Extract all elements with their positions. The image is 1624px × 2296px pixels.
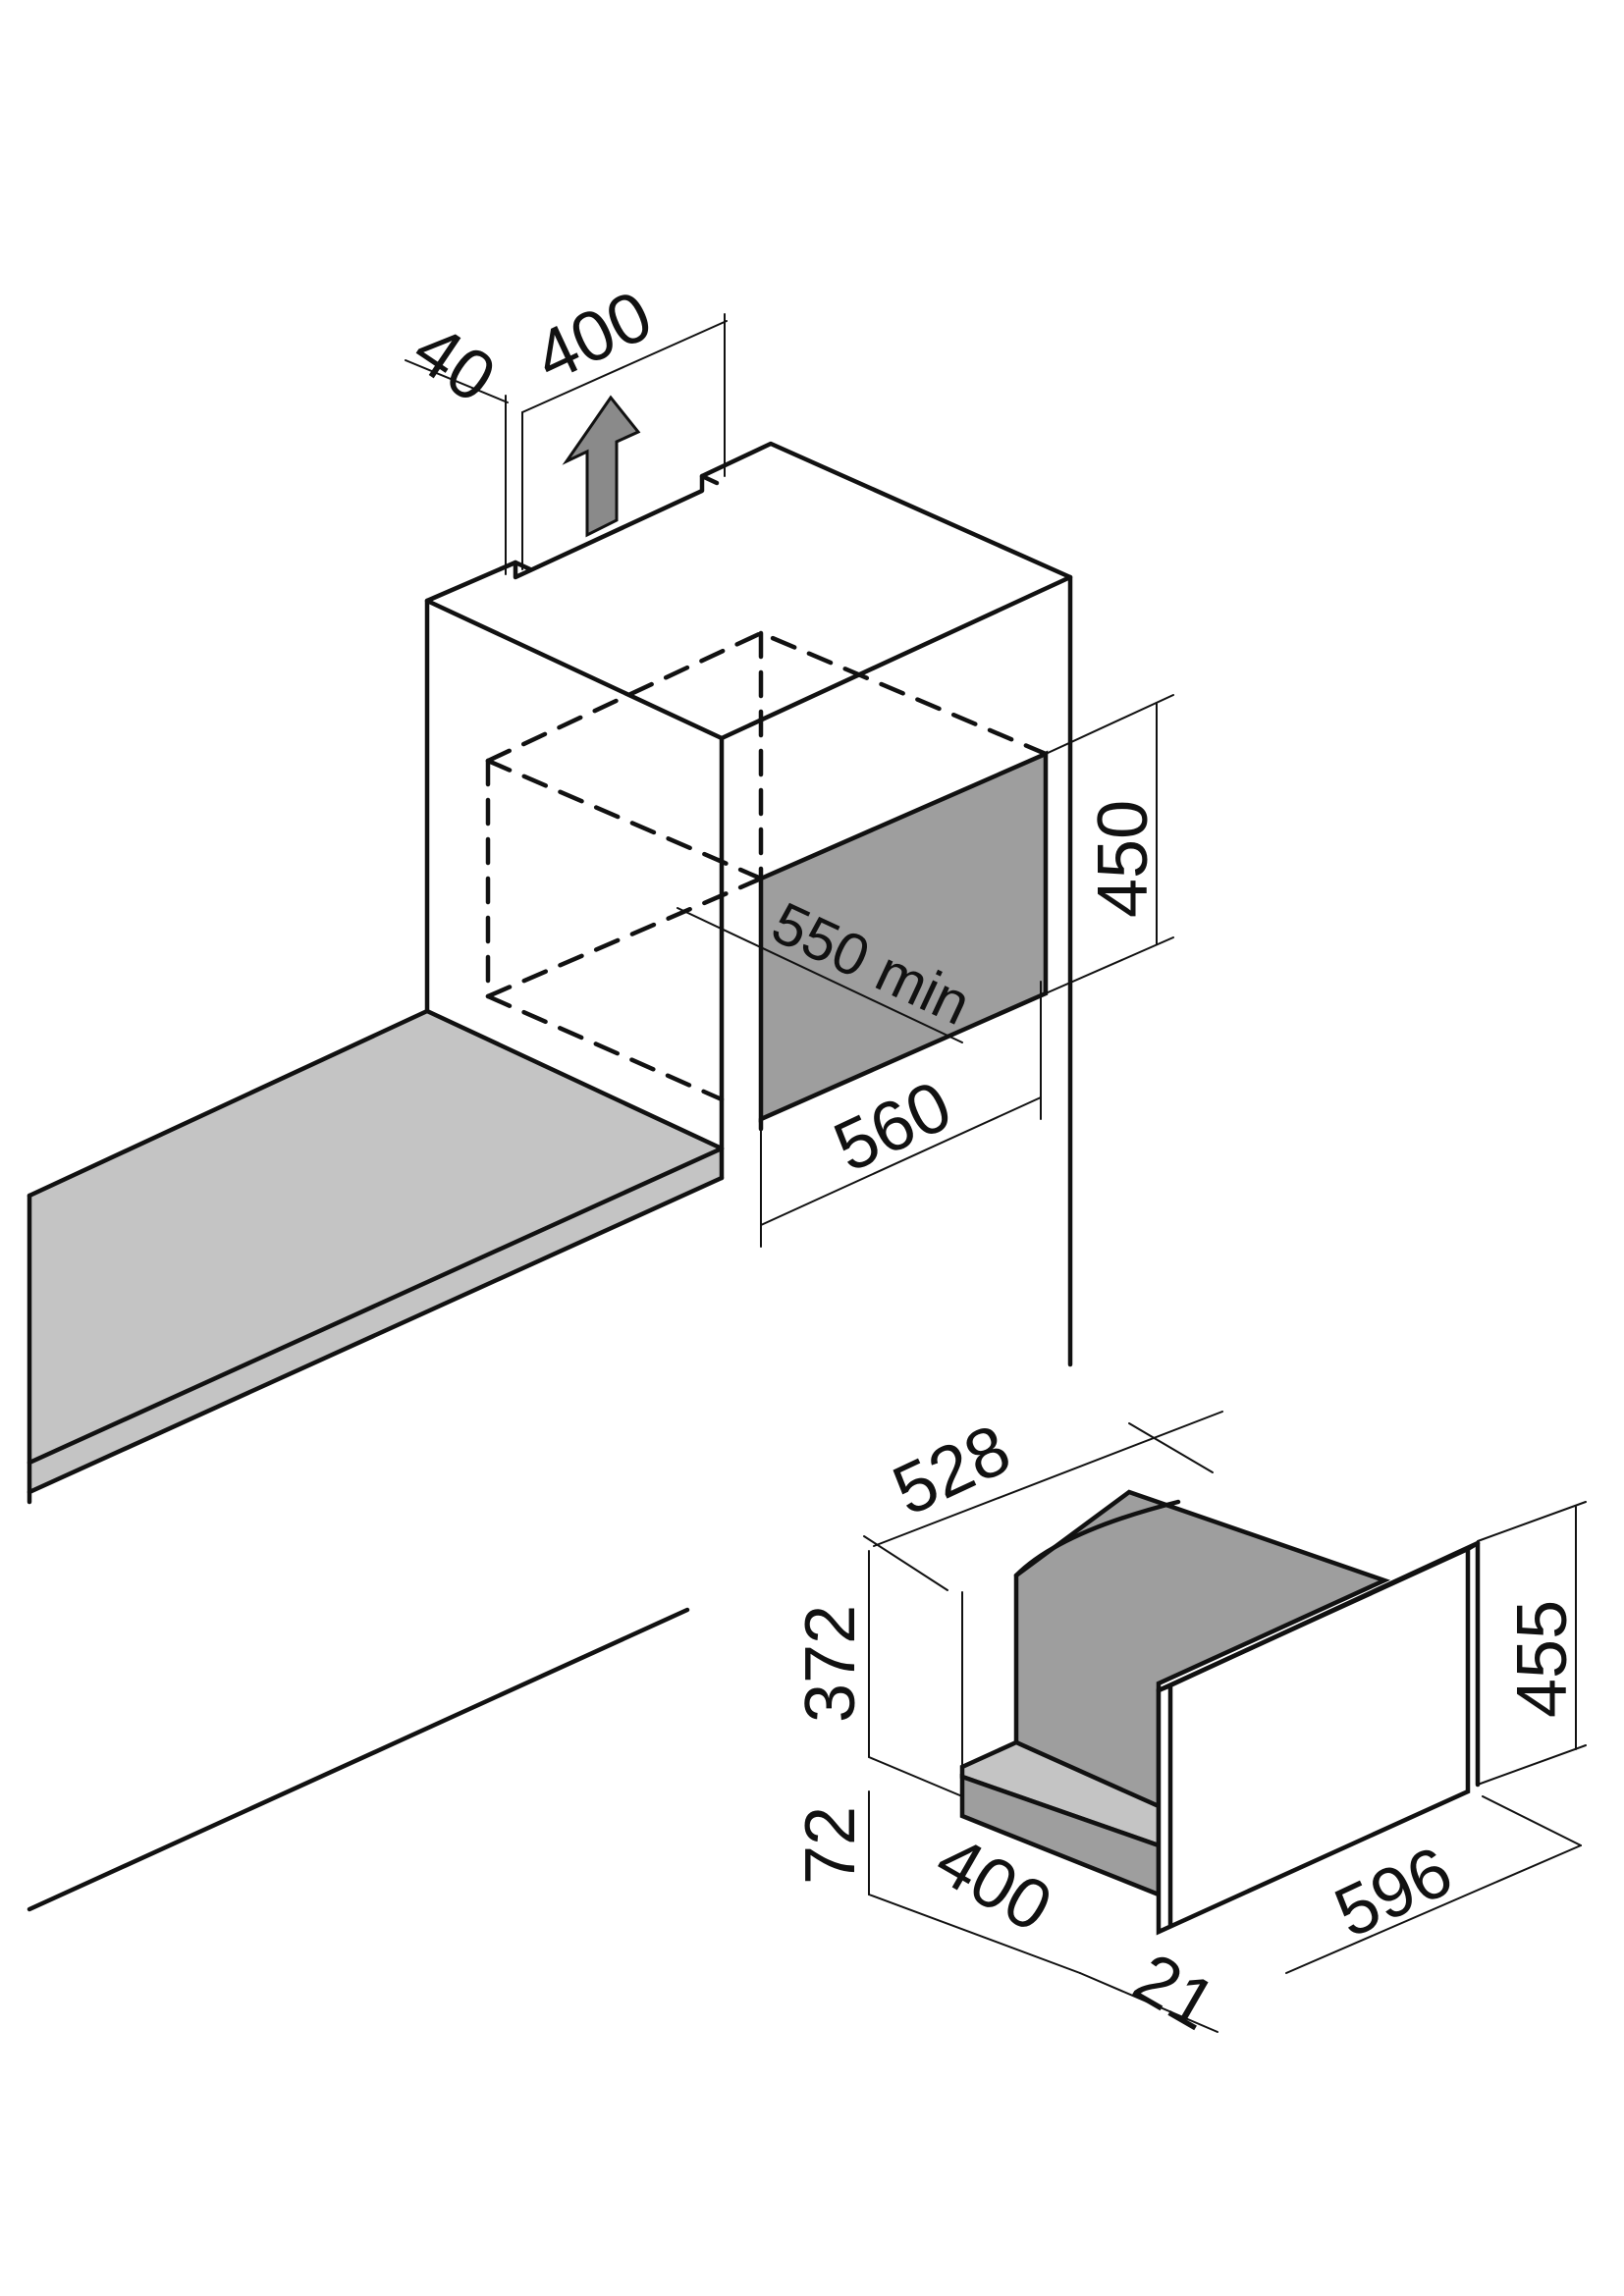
- hidden-bottom: [485, 876, 764, 999]
- cabinet-back-step: [699, 473, 720, 486]
- ventilation-arrow-icon: [562, 395, 641, 538]
- dim-drawer-depth: 528: [882, 1410, 1022, 1530]
- drawer-rim: [1013, 1499, 1181, 1578]
- dim-front-width: 596: [1324, 1832, 1464, 1952]
- hidden-left-upper: [485, 758, 764, 881]
- cabinet-top-outline: [424, 441, 1073, 741]
- drawer: [959, 1489, 1481, 1936]
- dim-455-ext-bottom: [1477, 1744, 1587, 1786]
- dim-528-ext-a: [863, 1535, 948, 1591]
- worktop-surface: [29, 1011, 722, 1492]
- dim-560-line: [760, 1096, 1042, 1226]
- dim-372-ext: [868, 1756, 963, 1797]
- dim-top-vent: 400: [523, 276, 664, 397]
- dim-front-height: 455: [1503, 1600, 1582, 1718]
- dim-400-line: [521, 320, 728, 413]
- dim-40-ext-a: [405, 359, 509, 403]
- drawer-dimension-lines: [863, 1411, 1587, 2033]
- dim-528-line: [873, 1411, 1223, 1547]
- top-dimension-lines: [405, 313, 728, 575]
- worktop: [27, 1008, 725, 1912]
- worktop-bottom-edge: [27, 1175, 725, 1495]
- dim-21-line: [1079, 1972, 1218, 2033]
- hidden-top-back: [485, 630, 1049, 764]
- worktop-edge-top: [27, 1008, 725, 1199]
- dim-550-line: [677, 907, 963, 1043]
- niche-dimension-lines: [677, 694, 1174, 1248]
- dim-400-bottom-line: [868, 1894, 1081, 1974]
- dim-528-ext-b: [1128, 1422, 1214, 1473]
- dim-596-line: [1285, 1844, 1582, 1974]
- dim-drawer-base-height: 72: [791, 1806, 870, 1885]
- dim-450-ext-bottom: [1045, 936, 1174, 994]
- dim-top-gap: 40: [400, 309, 509, 418]
- dim-drawer-inner-height: 372: [791, 1605, 870, 1723]
- worktop-front-edge: [27, 1146, 725, 1466]
- dim-596-ext: [1482, 1795, 1582, 1846]
- floor-line: [27, 1607, 690, 1912]
- dim-455-ext-top: [1477, 1501, 1587, 1542]
- dim-niche-height: 450: [1084, 800, 1163, 918]
- dim-450-ext-top: [1045, 694, 1174, 755]
- hidden-bottom-front: [485, 993, 725, 1102]
